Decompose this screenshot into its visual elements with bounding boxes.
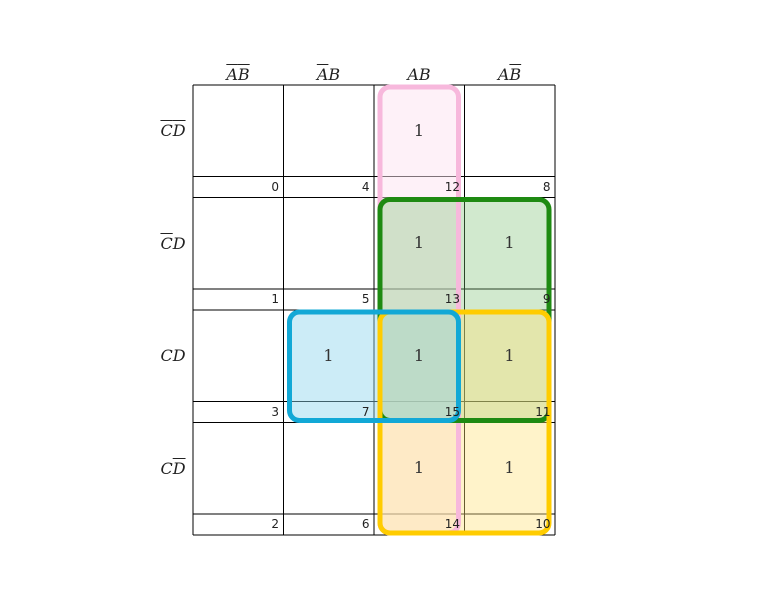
cell-index: 3 — [271, 404, 279, 419]
cell-index: 5 — [361, 292, 370, 306]
cell-value: 1 — [504, 345, 515, 365]
cell-value — [284, 198, 374, 288]
cell-index: 8 — [542, 179, 551, 194]
group-outlines — [287, 84, 552, 536]
cell-value: 1 — [413, 233, 425, 252]
cell-value — [193, 198, 283, 288]
cell-value — [193, 85, 283, 175]
cell-index: 0 — [271, 179, 279, 194]
cell-value — [284, 423, 374, 513]
cell-value — [284, 85, 374, 175]
cell-value: 1 — [504, 233, 515, 252]
cell-index: 14 — [444, 517, 460, 531]
cell-value: 1 — [413, 458, 425, 477]
cell-index: 10 — [535, 517, 551, 531]
cell-value: 1 — [413, 345, 425, 365]
blue-group-fill — [289, 312, 459, 421]
cell-index: 9 — [542, 292, 551, 306]
cell-index: 7 — [361, 404, 370, 419]
cell-value — [193, 310, 283, 400]
cell-value — [465, 85, 555, 175]
cell-index: 4 — [361, 179, 370, 194]
cell-index: 6 — [361, 517, 370, 531]
cell-index: 15 — [444, 404, 460, 419]
cell-index: 11 — [535, 404, 551, 419]
cell-index: 12 — [444, 179, 460, 194]
blue-group — [287, 309, 461, 423]
cell-value — [193, 423, 283, 513]
cell-index: 1 — [271, 292, 279, 306]
cell-value: 1 — [504, 458, 515, 477]
cell-index: 2 — [271, 517, 279, 531]
cell-value: 1 — [323, 345, 334, 365]
cell-value: 1 — [413, 120, 425, 140]
cell-index: 13 — [444, 292, 460, 306]
